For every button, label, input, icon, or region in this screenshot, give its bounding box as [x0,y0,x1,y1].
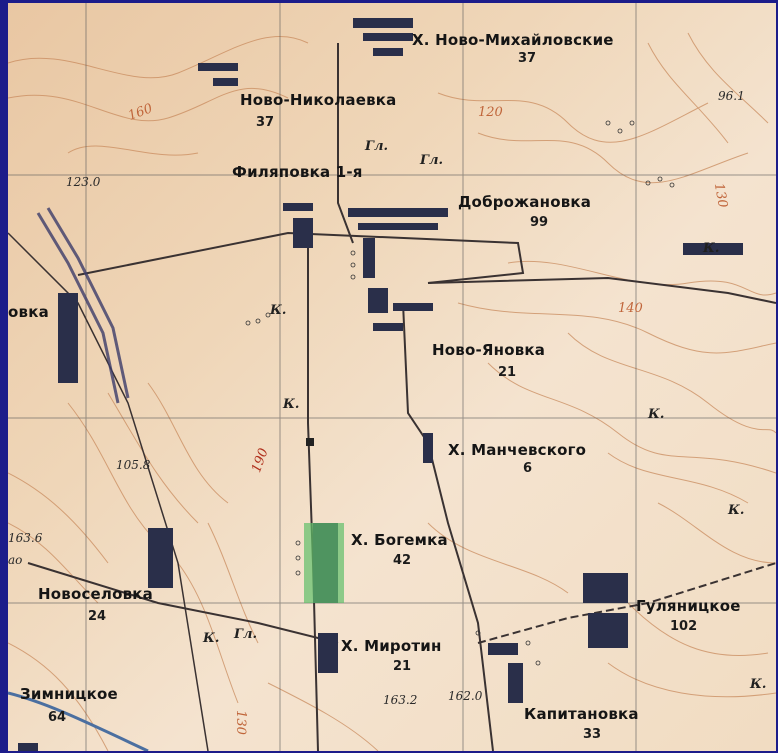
roads [8,43,776,751]
orchard-dots [245,120,675,666]
settlement-population: 64 [48,710,67,725]
settlement-name[interactable]: Ново-Николаевка [240,91,397,109]
settlement-population: 37 [256,115,275,130]
elevation-mark: 123.0 [66,175,101,189]
contour-label: 140 [618,301,643,316]
elevation-mark: 96.1 [718,89,745,103]
well-mark: Гл. [365,139,389,154]
map-graphics [8,3,776,751]
settlement-name[interactable]: Новоселовка [38,585,154,603]
contour-label: 130 [232,710,248,735]
settlement-population: 21 [498,365,517,380]
settlement-name[interactable]: Капитановка [524,705,639,723]
elevation-mark: 162.0 [448,689,483,703]
well-mark: К. [750,677,767,692]
well-mark: К. [270,303,287,318]
settlement-name[interactable]: Х. Манчевского [448,441,587,459]
well-mark: К. [283,397,300,412]
settlement-name[interactable]: Ново-Яновка [432,341,546,359]
settlement-name[interactable]: Гуляницкое [636,597,741,615]
settlement-blocks [18,18,743,751]
settlement-population: 37 [518,51,537,66]
settlement-population: 102 [670,619,698,634]
well-mark: К. [703,241,720,256]
elevation-mark: 163.6 [8,531,43,545]
landmark-marker [306,438,314,446]
settlement-population: 21 [393,659,412,674]
settlement-name[interactable]: Зимницкое [20,685,118,703]
map-text-fragment: ао [8,553,23,567]
grid-lines [8,3,776,751]
settlement-population: 42 [393,553,412,568]
elevation-mark: 163.2 [383,693,418,707]
settlement-name[interactable]: Х. Миротин [341,637,442,655]
settlement-name[interactable]: Филяповка 1-я [232,163,363,181]
well-mark: К. [203,631,220,646]
contour-label: 120 [478,105,503,120]
well-mark: Гл. [234,627,258,642]
settlement-name[interactable]: Х. Ново-Михайловские [412,31,614,49]
settlement-population: 24 [88,609,107,624]
well-mark: Гл. [420,153,444,168]
settlement-population: 99 [530,215,549,230]
settlement-name[interactable]: Доброжановка [458,193,592,211]
settlement-population: 6 [523,461,533,476]
river [8,691,149,751]
elevation-mark: 105.8 [116,458,151,472]
railway [36,207,130,404]
contour-lines [8,32,776,751]
topographic-map[interactable]: Х. Ново-Михайловские 37 Ново-Николаевка … [8,3,776,751]
well-mark: К. [648,407,665,422]
settlement-name[interactable]: овка [8,303,49,321]
settlement-population: 33 [583,727,602,742]
settlement-name[interactable]: Х. Богемка [351,531,448,549]
vegetation-patch [304,523,344,603]
well-mark: К. [728,503,745,518]
